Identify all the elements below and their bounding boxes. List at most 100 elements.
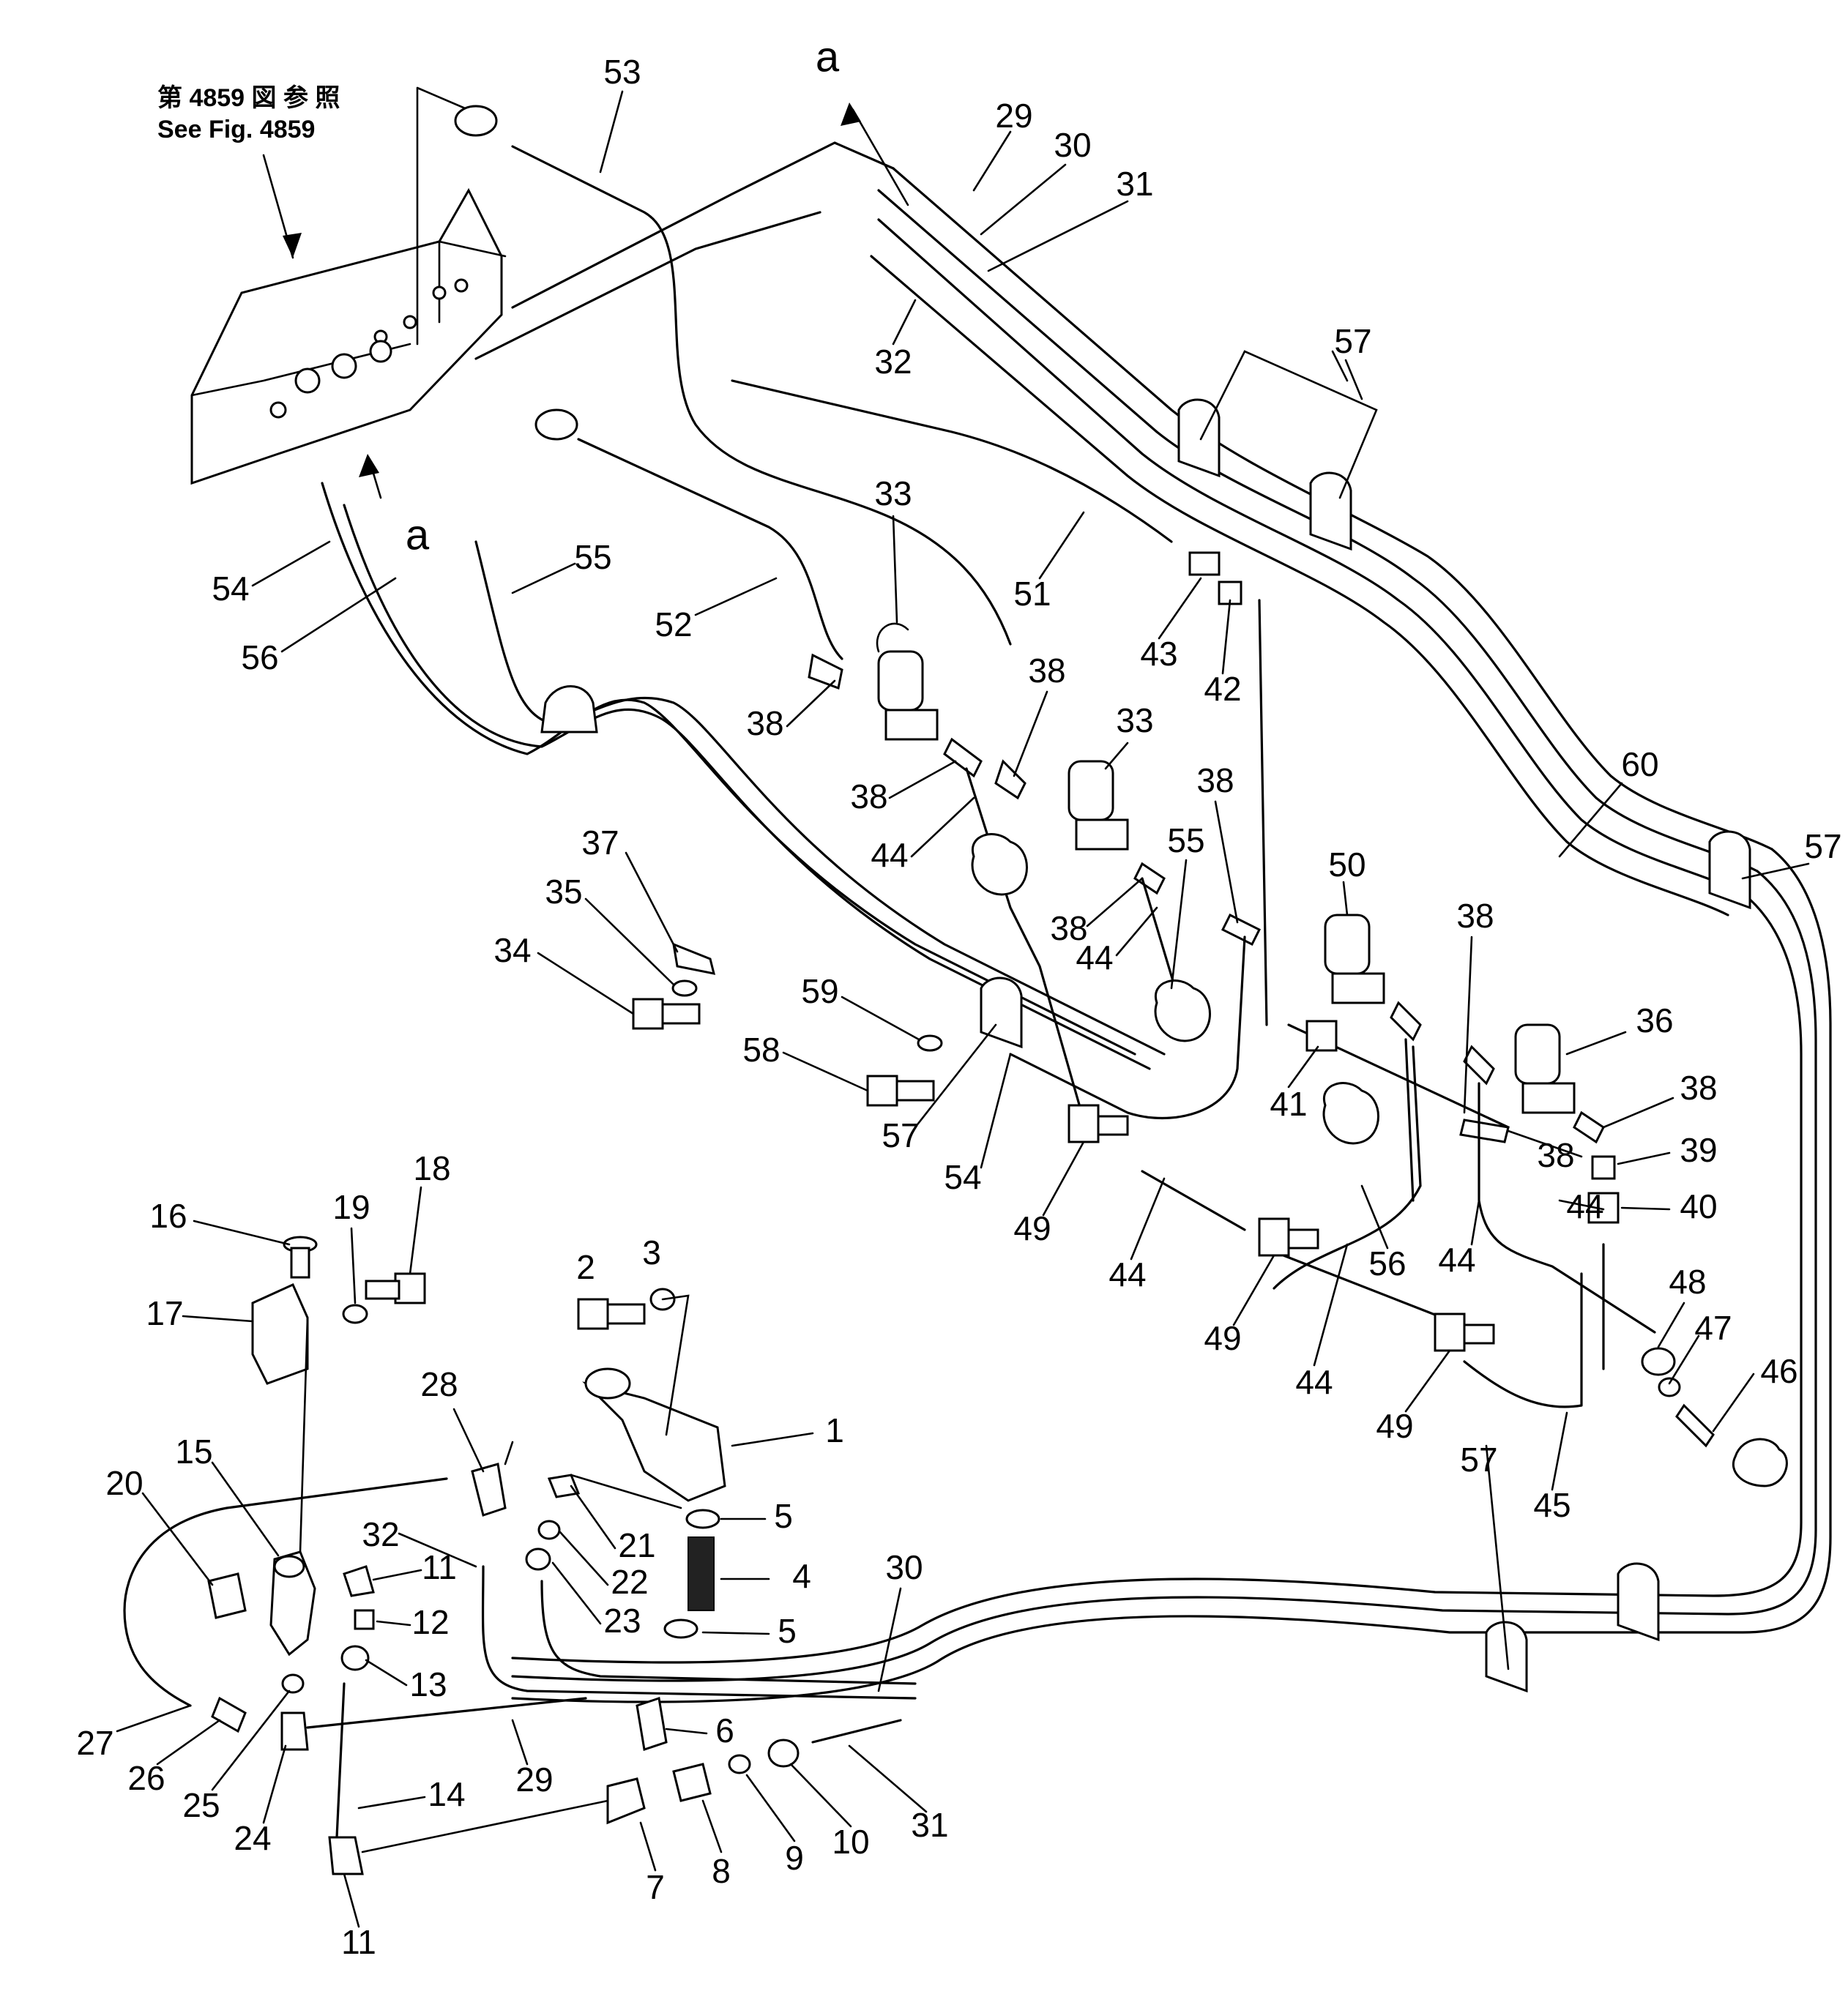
label-15: 15	[175, 1433, 212, 1471]
elbow-38-i	[1573, 1110, 1605, 1144]
label-38d: 38	[1050, 909, 1087, 947]
hose-end-53-cap	[454, 105, 498, 137]
label-38e: 38	[1196, 761, 1234, 799]
bolt-2	[577, 1298, 646, 1330]
hose-44-e	[1478, 1082, 1656, 1334]
label-33a: 33	[874, 474, 912, 512]
label-8: 8	[712, 1852, 731, 1890]
clip-5-lower	[663, 1618, 698, 1639]
label-19: 19	[332, 1188, 370, 1226]
elbow-46	[1675, 1403, 1715, 1448]
arrow-a-top-head	[841, 102, 861, 126]
label-44e: 44	[1438, 1241, 1475, 1279]
label-4: 4	[792, 1557, 811, 1595]
hose-14	[335, 1682, 346, 1839]
label-38c: 38	[1028, 651, 1065, 690]
label-40: 40	[1680, 1187, 1717, 1225]
elbow-11-upper	[343, 1565, 375, 1597]
label-51: 51	[1013, 575, 1051, 613]
tee-49-left	[1068, 1104, 1129, 1143]
label-53: 53	[603, 53, 641, 91]
hose-55-right	[1009, 936, 1246, 1120]
label-20: 20	[105, 1464, 143, 1502]
label-leaders	[116, 90, 1810, 1928]
nipple-12	[354, 1609, 375, 1630]
label-32a: 32	[874, 343, 912, 381]
label-44d: 44	[1295, 1363, 1333, 1401]
hose-53	[511, 145, 1012, 646]
label-49b: 49	[1204, 1319, 1241, 1357]
label-43: 43	[1140, 635, 1177, 673]
reference-english: See Fig. 4859	[157, 116, 315, 143]
label-33b: 33	[1116, 701, 1153, 739]
label-38h: 38	[1537, 1136, 1574, 1174]
hose-29-lower	[306, 1697, 587, 1729]
tee-24	[280, 1711, 309, 1751]
nut-43	[1188, 551, 1221, 576]
reference-arrowhead	[283, 233, 302, 258]
bracket-17	[251, 1283, 309, 1385]
label-57b: 57	[1804, 827, 1841, 865]
elbow-28	[471, 1463, 507, 1517]
fitting-8	[672, 1763, 712, 1802]
return-hose	[511, 141, 895, 309]
label-38a: 38	[746, 704, 783, 742]
label-44c: 44	[1109, 1255, 1146, 1293]
fitting-41	[1305, 1020, 1338, 1052]
label-38b: 38	[850, 777, 887, 815]
hose-56-right	[1273, 1045, 1422, 1290]
label-18: 18	[413, 1149, 450, 1187]
elbow-38-e	[1221, 913, 1262, 946]
label-49c: 49	[1376, 1407, 1413, 1445]
label-13: 13	[409, 1665, 447, 1703]
label-38g: 38	[1680, 1069, 1717, 1107]
label-3: 3	[642, 1233, 661, 1272]
elbow-11-lower	[328, 1836, 364, 1875]
label-35: 35	[545, 873, 582, 911]
label-58: 58	[742, 1031, 780, 1069]
label-42: 42	[1204, 670, 1241, 708]
label-59: 59	[801, 972, 838, 1010]
label-10: 10	[832, 1823, 869, 1861]
line-11-to-7	[361, 1799, 609, 1853]
marker-a-top: a	[816, 33, 840, 81]
label-9: 9	[785, 1839, 804, 1877]
label-11a: 11	[422, 1548, 457, 1586]
solenoid-valve-50	[1324, 914, 1385, 1004]
label-29a: 29	[995, 97, 1032, 135]
nut-13	[340, 1645, 370, 1671]
label-31b: 31	[911, 1806, 948, 1844]
label-7: 7	[646, 1868, 665, 1906]
label-52: 52	[655, 605, 692, 643]
valve-block	[190, 187, 507, 485]
label-46: 46	[1760, 1352, 1797, 1390]
connection-cloud-46	[1732, 1438, 1788, 1487]
hose-44-f	[1404, 1038, 1415, 1202]
nipple-22	[537, 1520, 561, 1540]
label-23: 23	[603, 1602, 641, 1640]
label-44a: 44	[871, 836, 908, 874]
clamp-57-right	[1708, 830, 1751, 910]
arrow-a-top-line	[852, 108, 909, 206]
hose-52	[577, 438, 843, 660]
label-38f: 38	[1456, 897, 1494, 935]
solenoid-valve-36	[1514, 1023, 1576, 1114]
hose-4-line	[570, 1474, 682, 1509]
bolt-58	[866, 1075, 935, 1107]
hose-31-lower	[811, 1719, 902, 1744]
label-44b: 44	[1076, 938, 1113, 977]
label-45: 45	[1533, 1486, 1571, 1524]
hose-loop	[540, 1580, 917, 1685]
elbow-28-nozzle	[504, 1441, 514, 1465]
solenoid-valve-33-right	[1068, 760, 1129, 851]
tee-49-right	[1434, 1312, 1495, 1352]
label-25: 25	[182, 1786, 220, 1824]
elbow-38-g	[1463, 1045, 1495, 1086]
label-55b: 55	[1167, 821, 1204, 859]
label-11b: 11	[341, 1923, 376, 1961]
clip-5-upper	[685, 1509, 720, 1529]
callout-57-leader	[1331, 350, 1349, 382]
label-30a: 30	[1054, 126, 1091, 164]
label-47: 47	[1694, 1309, 1732, 1347]
